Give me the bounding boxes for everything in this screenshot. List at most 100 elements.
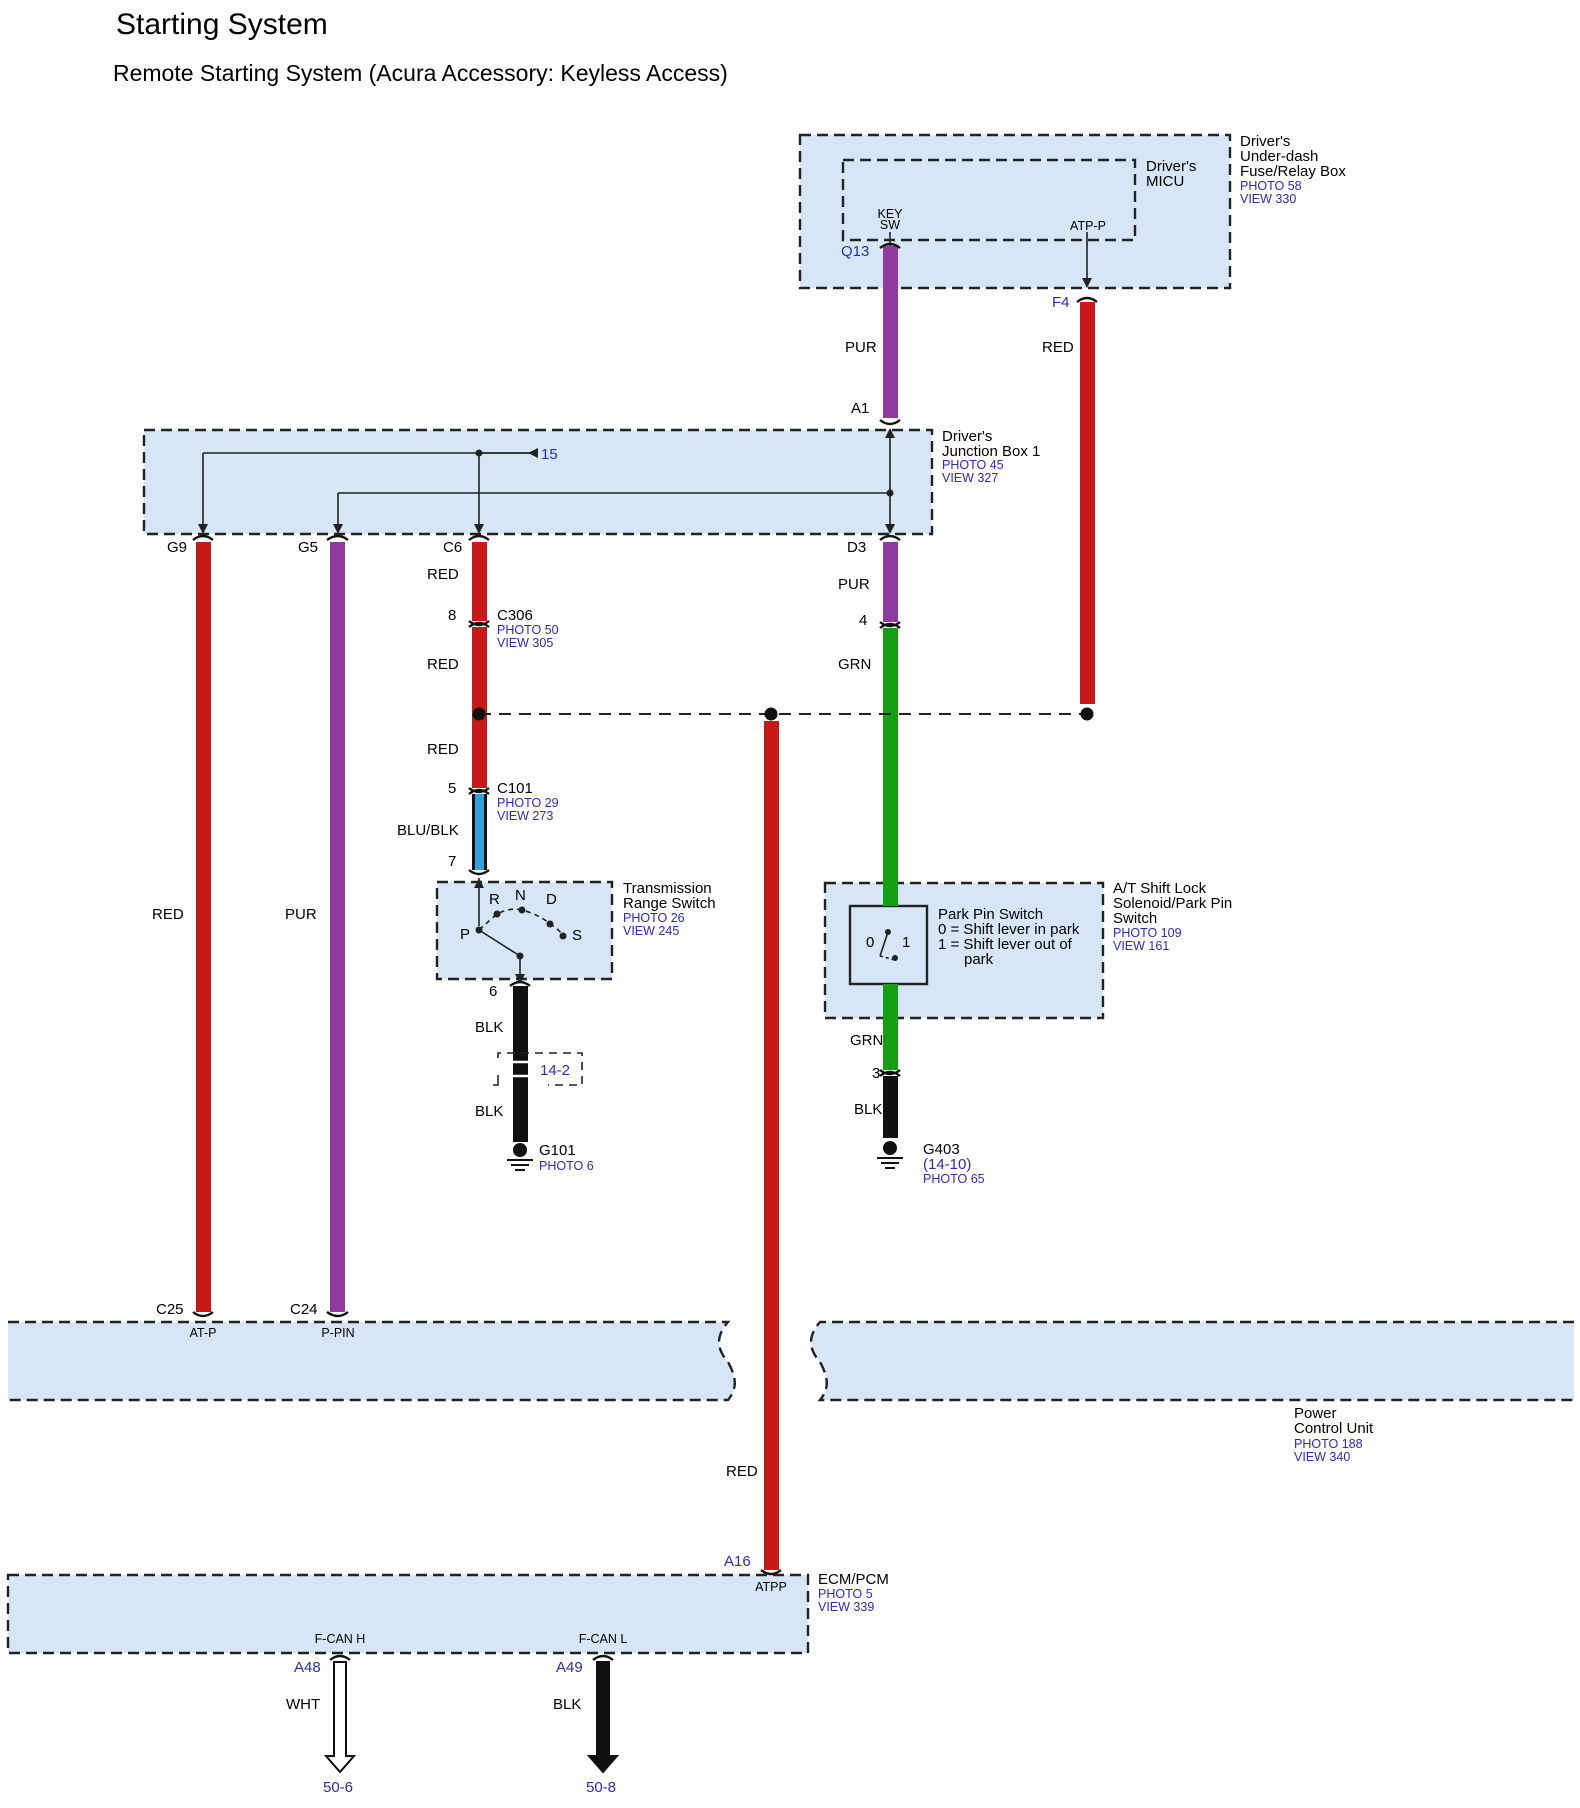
jb1-label: Junction Box 1 <box>942 443 1040 460</box>
parkpin-pos: 0 <box>866 934 874 951</box>
wire-blublk-stripe <box>475 794 484 870</box>
arrow-head <box>885 428 895 438</box>
trs-pos-label: P <box>460 926 470 943</box>
shiftlock-label: Switch <box>1113 910 1157 927</box>
parkpin-desc: 1 = Shift lever out of <box>938 936 1073 953</box>
wire-label: RED <box>152 906 184 923</box>
micu-label: MICU <box>1146 173 1184 190</box>
trs-photo-ref: PHOTO 26 <box>623 911 685 925</box>
wire-label: WHT <box>286 1696 320 1713</box>
terminal-c25: C25 <box>156 1301 184 1318</box>
wire-grn-parkpin-3 <box>883 984 898 1070</box>
splice-point <box>472 707 486 721</box>
terminal-c24: C24 <box>290 1301 318 1318</box>
micu-pin-label: ATP-P <box>1070 219 1106 233</box>
ref-14-2-bracket <box>493 1075 499 1086</box>
arrow-head <box>528 448 538 458</box>
c306-view-ref: VIEW 305 <box>497 636 553 650</box>
wire-label: RED <box>1042 339 1074 356</box>
ecm-view-ref: VIEW 339 <box>818 1600 874 1614</box>
trs-view-ref: VIEW 245 <box>623 924 679 938</box>
trs-contact <box>493 910 501 918</box>
jb1-ref: 15 <box>541 446 558 463</box>
arrow-head <box>1082 278 1092 288</box>
wire-label: BLK <box>553 1696 581 1713</box>
arrow-head <box>474 524 484 534</box>
wire-label: PUR <box>845 339 877 356</box>
underdash-label: Fuse/Relay Box <box>1240 163 1346 180</box>
terminal-q13: Q13 <box>841 243 869 260</box>
terminal-d3: D3 <box>847 539 866 556</box>
ref-50-6[interactable]: 50-6 <box>323 1779 353 1796</box>
jb1-label: Driver's <box>942 428 992 445</box>
junction-dot <box>475 449 483 457</box>
trs-pos-label: N <box>515 887 526 904</box>
terminal-a1: A1 <box>851 400 869 417</box>
ecm-pin-label: F-CAN L <box>579 1632 628 1646</box>
trs-label: Transmission <box>623 880 712 897</box>
terminal-a16: A16 <box>724 1553 751 1570</box>
underdash-label: Under-dash <box>1240 148 1318 165</box>
pcu-photo-ref: PHOTO 188 <box>1294 1437 1363 1451</box>
ecm-photo-ref: PHOTO 5 <box>818 1587 873 1601</box>
trs-label: Range Switch <box>623 895 716 912</box>
connector-brackets <box>192 242 1098 1661</box>
ref-14-2-bracket <box>497 1052 583 1086</box>
wire-label: BLU/BLK <box>397 822 459 839</box>
shiftlock-label: A/T Shift Lock <box>1113 880 1207 897</box>
wire-blk-3-g403 <box>883 1076 898 1138</box>
trs-pos-label: D <box>546 891 557 908</box>
wire-label: GRN <box>850 1032 883 1049</box>
g101-photo-ref: PHOTO 6 <box>539 1159 594 1173</box>
wire-label: PUR <box>838 576 870 593</box>
ground-g101-icon <box>507 1143 533 1171</box>
ecm-pin-label: ATPP <box>755 1580 787 1594</box>
arrow-head <box>885 524 895 534</box>
underdash-label: Driver's <box>1240 133 1290 150</box>
wire-red-f4 <box>1080 302 1095 704</box>
micu-pin-label: SW <box>880 218 900 232</box>
shiftlock-label: Solenoid/Park Pin <box>1113 895 1232 912</box>
trs-pos-label: S <box>572 927 582 944</box>
parkpin-pos: 1 <box>902 934 910 951</box>
arrow-head <box>474 878 484 888</box>
page-title: Starting System <box>116 8 328 41</box>
parkpin-desc: park <box>964 951 994 968</box>
power-control-unit-box-right <box>809 1320 1574 1402</box>
wire-label: BLK <box>475 1019 503 1036</box>
wire-pur-q13-a1 <box>883 246 898 418</box>
arrow-blk-50-8 <box>586 1661 620 1774</box>
arrow-head <box>333 524 343 534</box>
pcu-pin-label: AT-P <box>190 1326 217 1340</box>
splice-point <box>1080 707 1094 721</box>
underdash-photo-ref: PHOTO 58 <box>1240 179 1302 193</box>
park-switch-blade <box>879 931 889 957</box>
pcu-label: Control Unit <box>1294 1420 1374 1437</box>
parkpin-desc: 0 = Shift lever in park <box>938 921 1080 938</box>
ground-g403-icon <box>877 1141 903 1169</box>
parkpin-label: Park Pin Switch <box>938 906 1043 923</box>
ref-14-2: 14-2 <box>540 1062 570 1079</box>
terminal-c6: C6 <box>443 539 462 556</box>
pcu-pin-label: P-PIN <box>321 1326 354 1340</box>
g403-label: G403 <box>923 1141 960 1158</box>
power-control-unit-box-left <box>8 1320 736 1402</box>
underdash-view-ref: VIEW 330 <box>1240 192 1296 206</box>
terminal-3: 3 <box>872 1065 880 1082</box>
junction-box-1 <box>142 428 934 536</box>
ecm-label: ECM/PCM <box>818 1571 889 1588</box>
wire-blk-6-g101 <box>513 986 528 1142</box>
terminal-4: 4 <box>859 612 867 629</box>
terminal-6: 6 <box>489 983 497 1000</box>
wire-label: GRN <box>838 656 871 673</box>
park-switch-dash <box>879 955 896 961</box>
pcu-view-ref: VIEW 340 <box>1294 1450 1350 1464</box>
micu-box <box>841 158 1137 242</box>
trs-contact <box>546 920 554 928</box>
junction-dot <box>886 489 894 497</box>
ref-50-8[interactable]: 50-8 <box>586 1779 616 1796</box>
wire-label: PUR <box>285 906 317 923</box>
terminal-8: 8 <box>448 607 456 624</box>
terminal-5: 5 <box>448 780 456 797</box>
trs-contact <box>475 926 483 934</box>
